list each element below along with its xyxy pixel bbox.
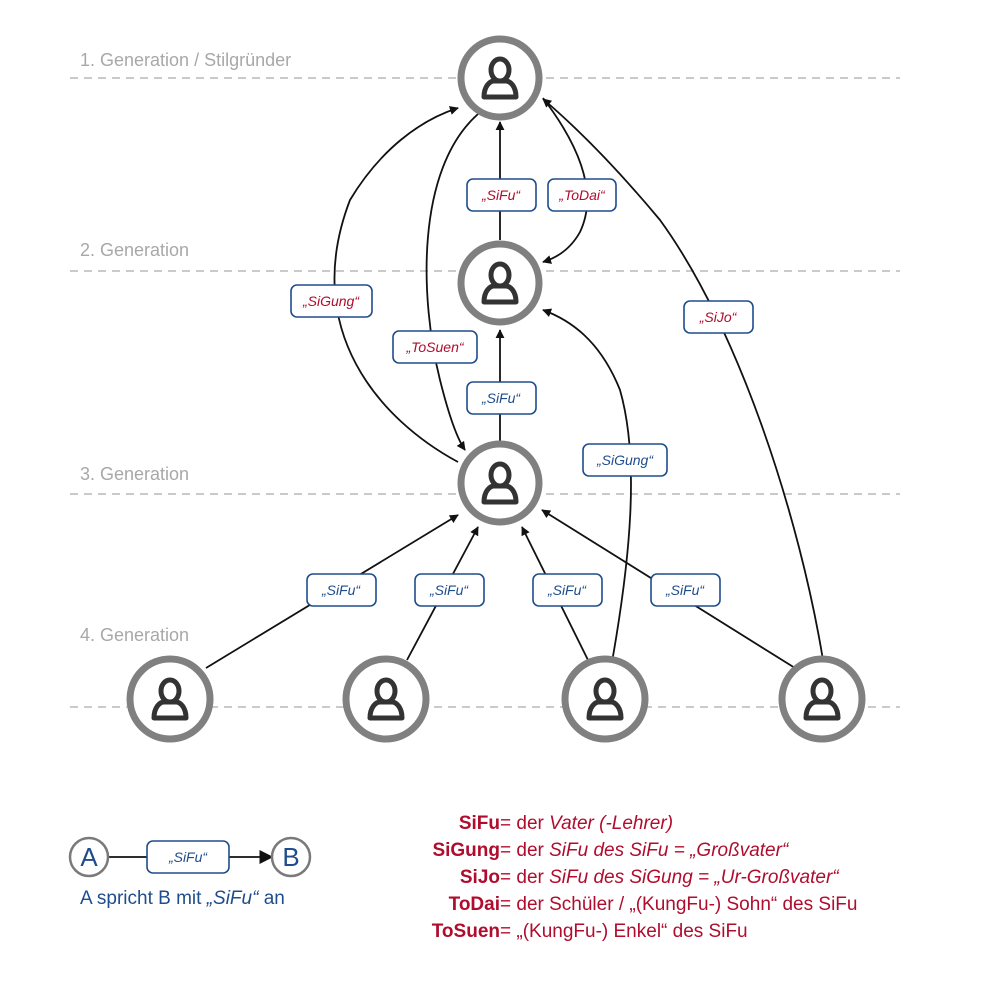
edge-label-sifu-1-2: „SiFu“: [466, 178, 537, 212]
svg-text:= der Schüler / „(KungFu-) Soh: = der Schüler / „(KungFu-) Sohn“ des SiF…: [500, 894, 857, 915]
edge-label-sifu-c: „SiFu“: [532, 573, 603, 607]
svg-text:„ToDai“: „ToDai“: [558, 187, 606, 203]
node-gen1: [457, 35, 543, 121]
edge-todai: [542, 97, 589, 264]
svg-text:„SiGung“: „SiGung“: [596, 452, 654, 468]
person-icon: [481, 56, 519, 100]
edge-tosuen: [425, 113, 479, 451]
svg-text:SiFu: SiFu: [459, 813, 500, 834]
legend-row: SiJo = der SiFu des SiGung = „Ur-Großvat…: [460, 867, 840, 888]
edge-label-sifu-d: „SiFu“: [650, 573, 721, 607]
edge-label-sifu-2-3: „SiFu“: [466, 381, 537, 415]
person-icon: [803, 677, 841, 721]
svg-text:= der Vater (-Lehrer): = der Vater (-Lehrer): [500, 813, 673, 834]
svg-text:„SiFu“: „SiFu“: [481, 390, 521, 406]
edge-label-sigung-3-1: „SiGung“: [290, 284, 373, 318]
node-gen2: [457, 240, 543, 326]
example-node-b-letter: B: [282, 842, 299, 872]
svg-text:„SiJo“: „SiJo“: [699, 309, 738, 325]
generation-label-2: 2. Generation: [80, 240, 189, 260]
svg-text:„SiFu“: „SiFu“: [481, 187, 521, 203]
generation-label-3: 3. Generation: [80, 464, 189, 484]
edge-sigung-3-1: [333, 106, 459, 463]
node-gen4-b: [342, 655, 430, 743]
svg-text:SiJo: SiJo: [460, 867, 500, 888]
person-icon: [151, 677, 189, 721]
person-icon: [586, 677, 624, 721]
person-icon: [481, 261, 519, 305]
svg-text:„SiFu“: „SiFu“: [665, 582, 705, 598]
term-legend: SiFu = der Vater (-Lehrer) SiGung = der …: [432, 813, 858, 942]
legend-row: ToSuen = „(KungFu-) Enkel“ des SiFu: [432, 921, 748, 942]
node-gen3: [457, 440, 543, 526]
edge-label-todai: „ToDai“: [547, 178, 617, 212]
example-edge-label: „SiFu“: [168, 849, 208, 865]
svg-text:„ToSuen“: „ToSuen“: [405, 339, 464, 355]
svg-text:ToDai: ToDai: [449, 894, 500, 915]
edge-label-tosuen: „ToSuen“: [392, 330, 478, 364]
node-gen4-a: [126, 655, 214, 743]
svg-text:„SiGung“: „SiGung“: [302, 293, 360, 309]
example-node-a: [68, 836, 110, 878]
edge-sijo: [542, 98, 824, 661]
example-legend: A B „SiFu“ A spricht B mit „SiFu“ an: [68, 836, 312, 909]
svg-text:= „(KungFu-) Enkel“ des SiFu: = „(KungFu-) Enkel“ des SiFu: [500, 921, 748, 942]
svg-text:„SiFu“: „SiFu“: [321, 582, 361, 598]
node-gen4-c: [561, 655, 649, 743]
svg-text:= der SiFu des SiFu = „Großvat: = der SiFu des SiFu = „Großvater“: [500, 840, 790, 861]
generation-label-4: 4. Generation: [80, 625, 189, 645]
person-icon: [367, 677, 405, 721]
edge-label-sijo: „SiJo“: [683, 300, 754, 334]
edge-label-sifu-a: „SiFu“: [306, 573, 377, 607]
person-icon: [481, 461, 519, 505]
edge-sigung-4-2: [542, 308, 632, 663]
generation-label-1: 1. Generation / Stilgründer: [80, 50, 291, 70]
edge-label-sifu-b: „SiFu“: [414, 573, 485, 607]
legend-row: SiGung = der SiFu des SiFu = „Großvater“: [432, 840, 790, 861]
node-gen4-d: [778, 655, 866, 743]
svg-text:„SiFu“: „SiFu“: [429, 582, 469, 598]
legend-row: SiFu = der Vater (-Lehrer): [459, 813, 673, 834]
example-node-a-letter: A: [80, 842, 98, 872]
legend-row: ToDai = der Schüler / „(KungFu-) Sohn“ d…: [449, 894, 858, 915]
example-node-b: [270, 836, 312, 878]
svg-text:„SiFu“: „SiFu“: [547, 582, 587, 598]
svg-text:= der SiFu des SiGung = „Ur-Gr: = der SiFu des SiGung = „Ur-Großvater“: [500, 867, 840, 888]
svg-text:ToSuen: ToSuen: [432, 921, 500, 942]
edge-label-sigung-4-2: „SiGung“: [582, 443, 668, 477]
example-caption: A spricht B mit „SiFu“ an: [80, 888, 285, 909]
svg-text:SiGung: SiGung: [432, 840, 500, 861]
